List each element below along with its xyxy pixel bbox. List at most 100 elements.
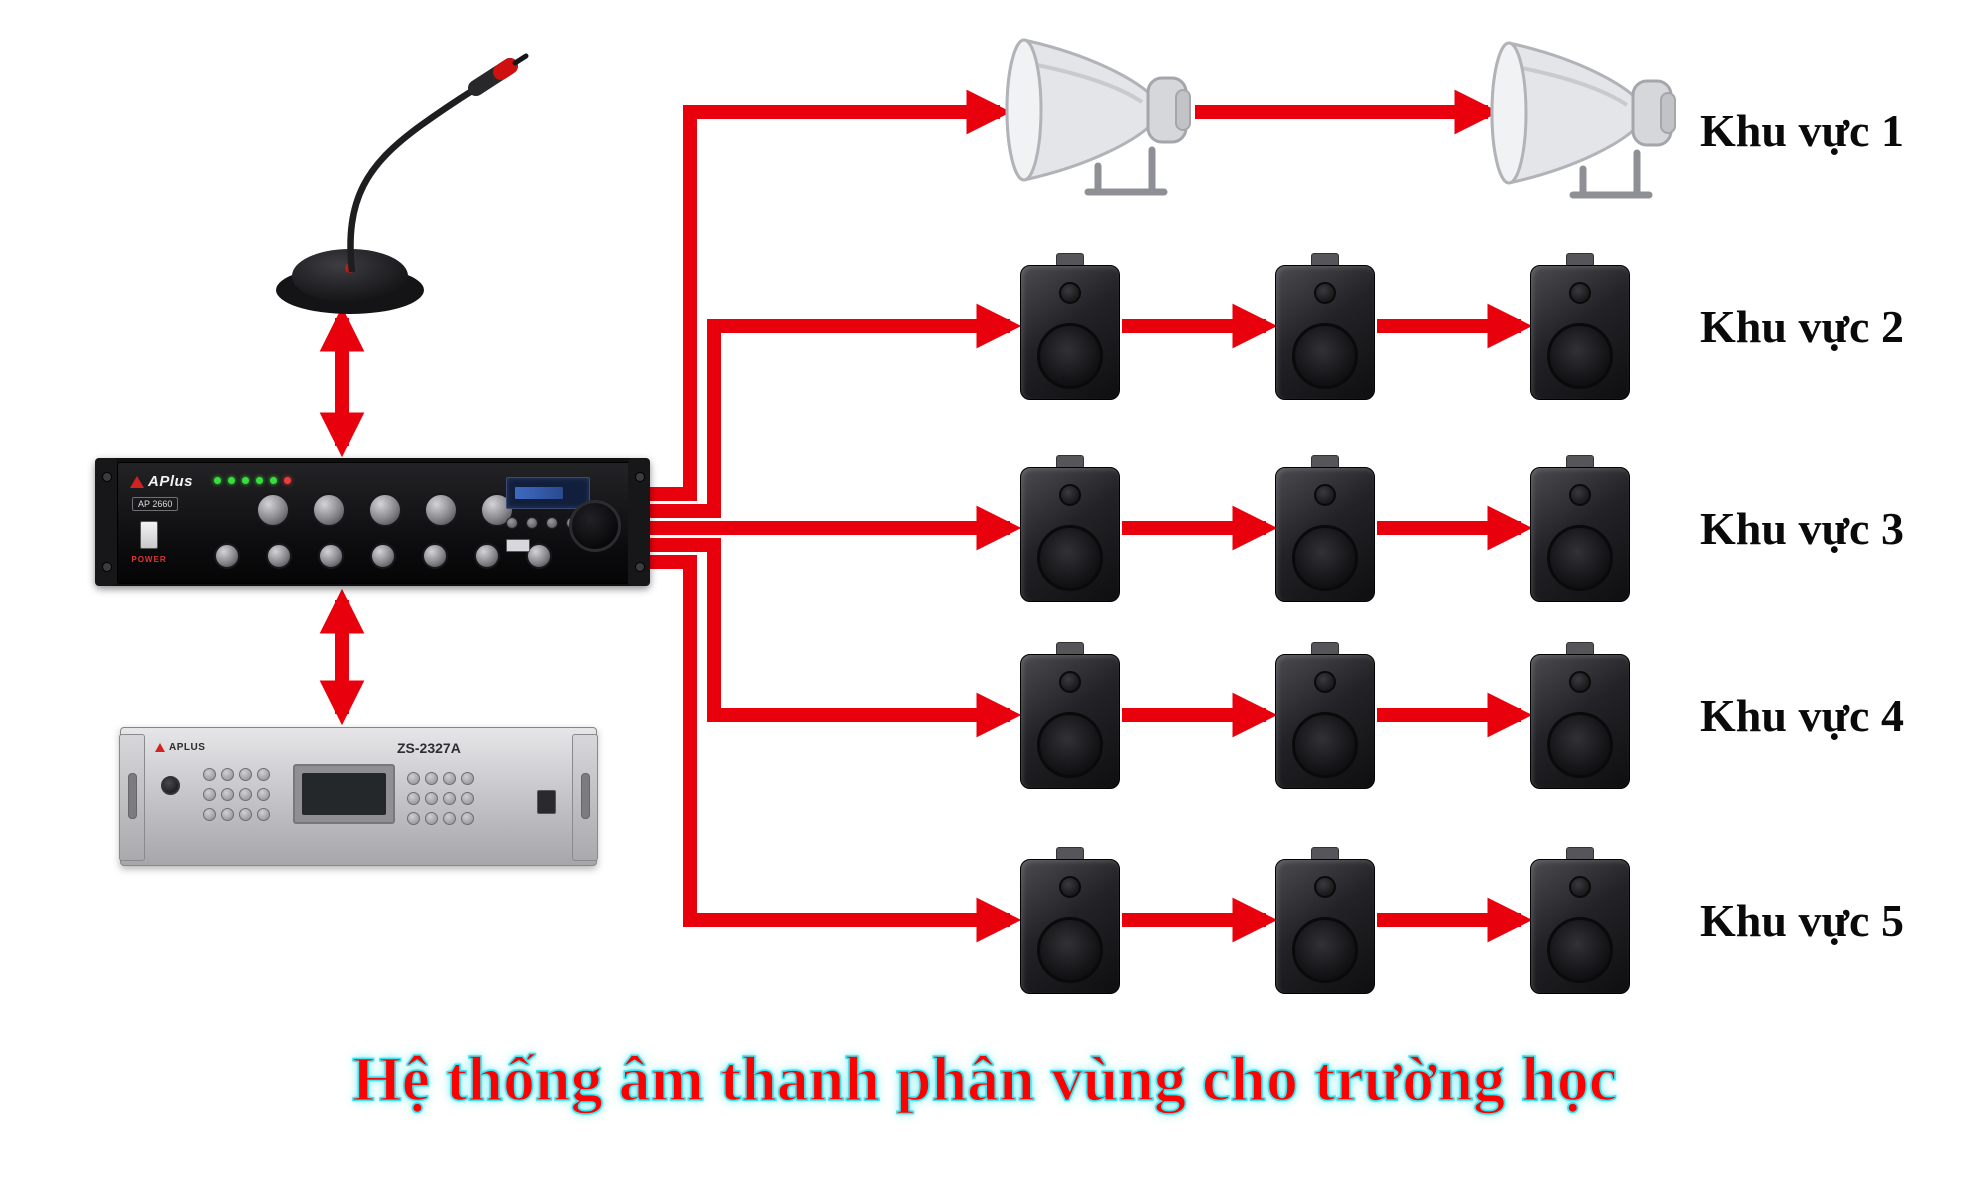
tweeter — [1059, 282, 1081, 304]
woofer — [1037, 712, 1103, 778]
volume-knob — [214, 543, 240, 569]
controller-face: APLUS ZS-2327A — [145, 732, 572, 861]
speaker-body — [1275, 467, 1375, 602]
rack-slot-icon — [128, 773, 137, 819]
arrow-amp-zone4 — [650, 538, 1022, 738]
button-icon — [425, 772, 438, 785]
controller-brand-label: APLUS — [169, 742, 206, 753]
zone-label-2: Khu vực 2 — [1700, 301, 1904, 352]
woofer — [1037, 525, 1103, 591]
wall-speaker — [1020, 253, 1120, 400]
zone-label-3: Khu vực 3 — [1700, 503, 1904, 554]
speaker-body — [1020, 859, 1120, 994]
led-icon — [256, 477, 263, 484]
button-icon — [461, 812, 474, 825]
horn-speaker — [1005, 38, 1191, 196]
speaker-body — [1275, 654, 1375, 789]
button-pad-right — [407, 772, 474, 825]
woofer — [1292, 323, 1358, 389]
mic-tip — [512, 53, 529, 66]
wall-speaker — [1275, 847, 1375, 994]
zone-label-4: Khu vực 4 — [1700, 690, 1904, 741]
arrow-amp-zone2 — [650, 303, 1022, 518]
speaker-body — [1020, 467, 1120, 602]
screw-icon — [635, 472, 645, 482]
mic-base-dome — [292, 249, 408, 303]
horn-speaker — [1490, 41, 1676, 199]
button-icon — [425, 812, 438, 825]
woofer — [1292, 917, 1358, 983]
arrow-amp-zone5 — [650, 555, 1022, 943]
tweeter — [1059, 876, 1081, 898]
volume-knob — [474, 543, 500, 569]
wall-speaker — [1530, 455, 1630, 602]
wall-speaker — [1020, 847, 1120, 994]
rack-ear-left — [119, 734, 145, 861]
rack-slot-icon — [581, 773, 590, 819]
button-icon — [239, 788, 252, 801]
display-buttons — [506, 517, 578, 529]
woofer — [1547, 525, 1613, 591]
speaker-body — [1530, 265, 1630, 400]
speaker-body — [1020, 654, 1120, 789]
tweeter — [1569, 484, 1591, 506]
speaker-body — [1530, 654, 1630, 789]
horn-mouth — [1490, 41, 1528, 185]
tweeter — [1059, 671, 1081, 693]
screw-icon — [635, 562, 645, 572]
wall-speaker — [1275, 642, 1375, 789]
led-icon — [228, 477, 235, 484]
button-icon — [506, 517, 518, 529]
usb-port — [537, 790, 556, 814]
tweeter — [1059, 484, 1081, 506]
button-icon — [546, 517, 558, 529]
gooseneck-microphone — [276, 53, 529, 314]
volume-knob — [318, 543, 344, 569]
mixer-amplifier: APlus AP 2660 POWER — [95, 458, 650, 586]
usb-port — [506, 539, 530, 552]
amplifier-brand-label: APlus — [148, 473, 194, 490]
led-icon — [284, 477, 291, 484]
wall-speaker — [1020, 642, 1120, 789]
wall-speaker — [1275, 455, 1375, 602]
button-icon — [407, 812, 420, 825]
speaker-body — [1275, 859, 1375, 994]
led-icon — [270, 477, 277, 484]
volume-knob — [256, 493, 290, 527]
brand-mark-icon — [155, 743, 165, 752]
woofer — [1292, 712, 1358, 778]
button-icon — [407, 792, 420, 805]
button-icon — [257, 768, 270, 781]
button-icon — [221, 788, 234, 801]
button-icon — [203, 788, 216, 801]
amplifier-brand-row: APlus — [130, 473, 193, 490]
horn-bracket — [1084, 146, 1168, 196]
button-icon — [203, 768, 216, 781]
volume-knob — [422, 543, 448, 569]
knob-row-bottom — [214, 543, 552, 569]
amplifier-model-label: AP 2660 — [132, 497, 179, 511]
tweeter — [1569, 876, 1591, 898]
horn-driver-cap — [1660, 92, 1676, 134]
tweeter — [1314, 876, 1336, 898]
rack-handle-hole — [569, 500, 621, 552]
volume-knob — [312, 493, 346, 527]
volume-knob — [368, 493, 402, 527]
wall-speaker — [1020, 455, 1120, 602]
led-icon — [214, 477, 221, 484]
arrow-amp-zone1 — [650, 89, 1012, 501]
power-switch — [140, 521, 158, 549]
power-button — [161, 776, 180, 795]
zone-label-1: Khu vực 1 — [1700, 105, 1904, 156]
horn-driver-cap — [1175, 89, 1191, 131]
horn-mouth — [1005, 38, 1043, 182]
speaker-body — [1020, 265, 1120, 400]
speaker-body — [1530, 859, 1630, 994]
rack-ear-right — [628, 458, 650, 586]
button-icon — [461, 792, 474, 805]
button-icon — [443, 792, 456, 805]
button-icon — [443, 812, 456, 825]
button-icon — [239, 768, 252, 781]
